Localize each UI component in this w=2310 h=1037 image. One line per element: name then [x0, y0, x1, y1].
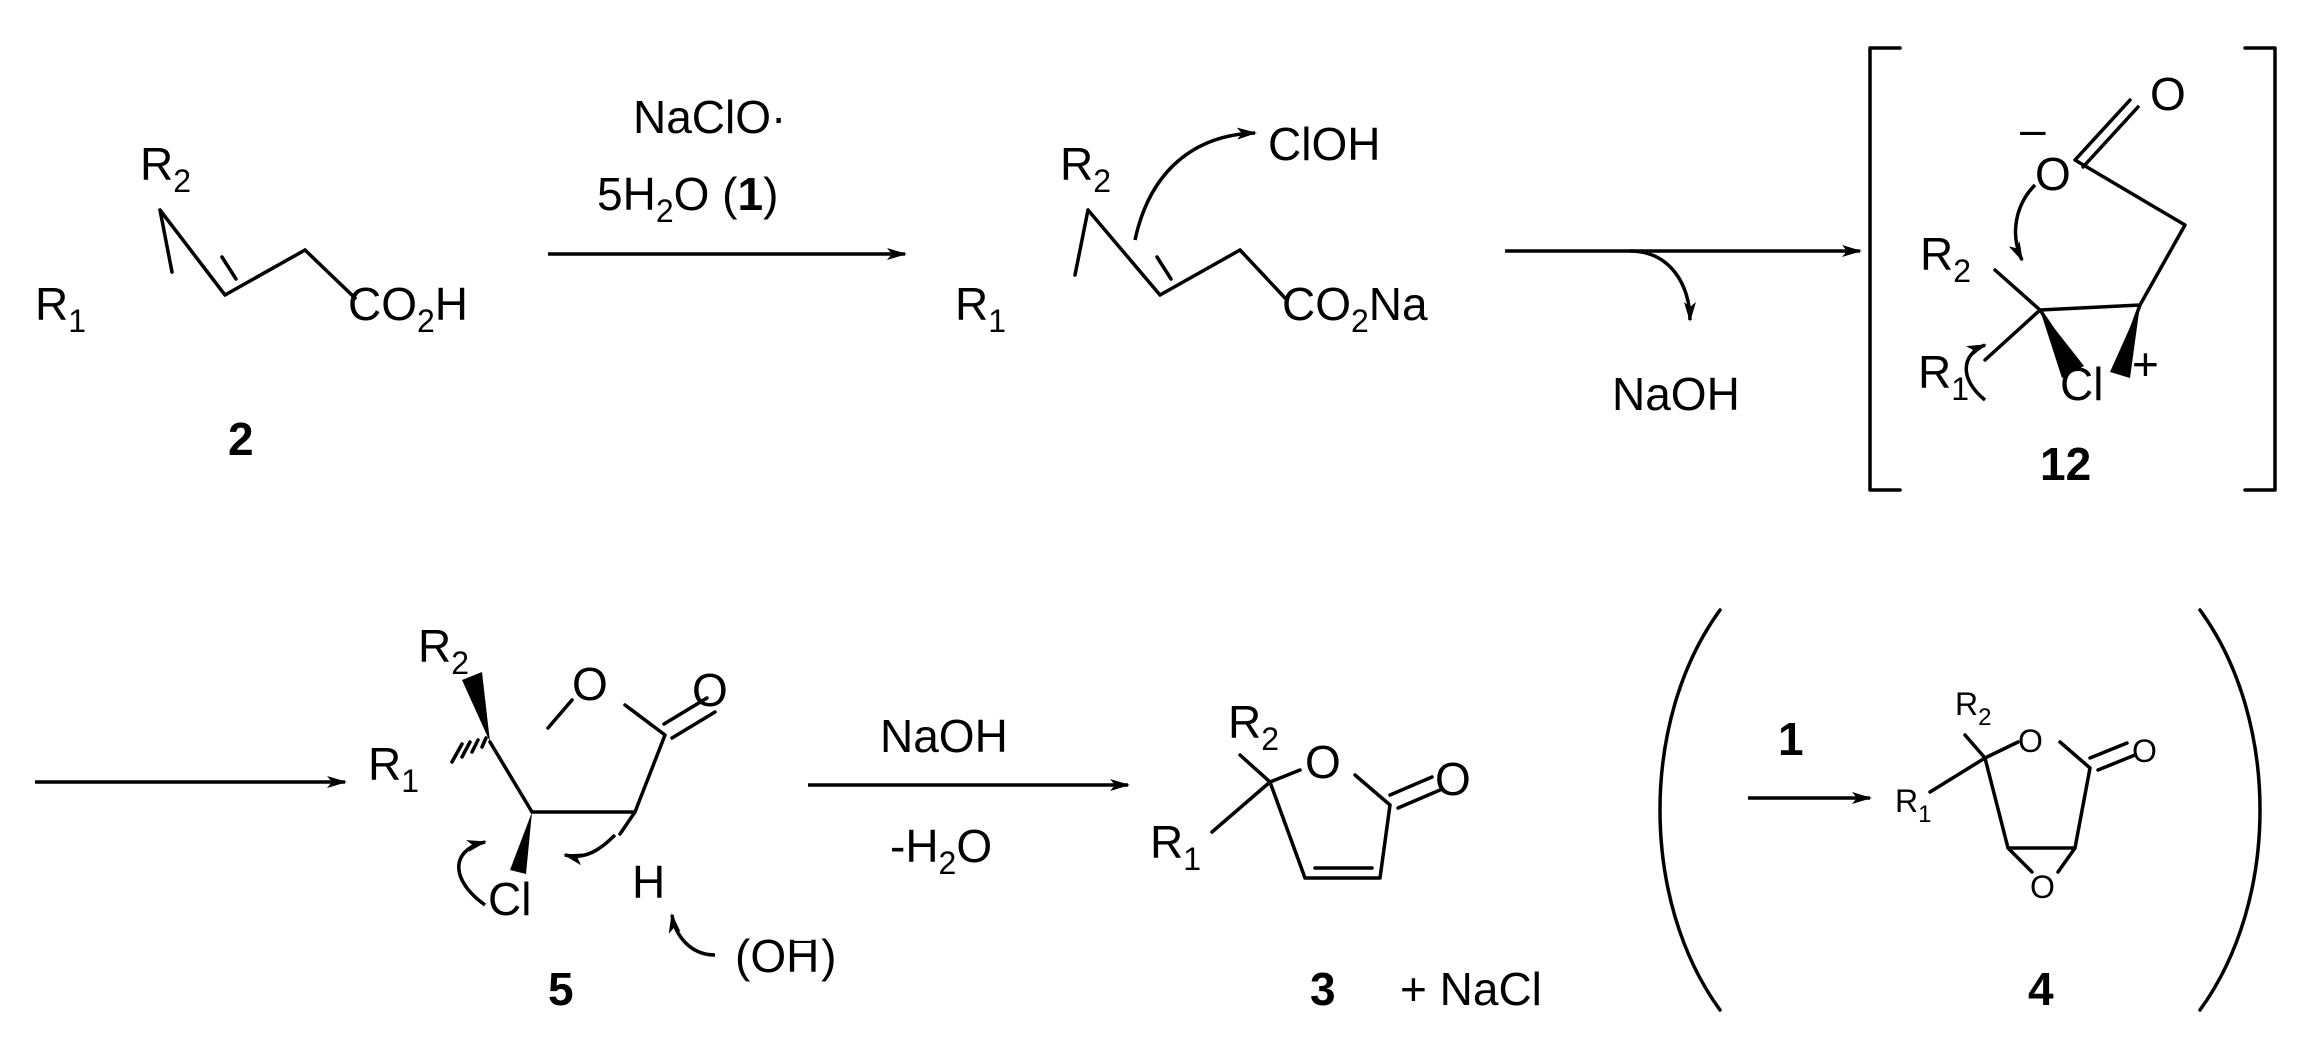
compound-3-r1: R1	[1150, 816, 1201, 877]
intermediate-12-r1: R1	[1918, 346, 1969, 407]
compound-5-cl: Cl	[488, 873, 531, 925]
compound-3-label: 3	[1310, 963, 1336, 1015]
compound-5-wedge-r2	[462, 672, 490, 742]
bracket-right	[2243, 46, 2277, 492]
compound-5-r2: R2	[418, 620, 469, 681]
compound-2-r2: R2	[140, 138, 191, 199]
compound-2-skeleton	[158, 208, 357, 300]
intermediate-12-wedge-left	[2040, 310, 2084, 378]
compound-5-hash-r1	[450, 736, 488, 764]
intermediate-12-attack-arrow	[2008, 183, 2037, 262]
intermediate-12-ring-open-arrow	[1964, 343, 1987, 402]
compound-5-proton-arrow	[563, 833, 617, 866]
electron-flow-arrow	[1133, 127, 1257, 241]
compound-3-ring	[1210, 753, 1442, 880]
compound-3-carbonyl-o: O	[1435, 753, 1471, 805]
compound-4-ring-o: O	[2018, 723, 2043, 759]
bracket-left	[1868, 46, 1902, 492]
intermediate-12-minus: –	[2020, 103, 2046, 155]
compound-2-r1: R1	[35, 278, 86, 339]
compound-4-epoxide-o: O	[2030, 869, 2055, 905]
intermediate-12-plus: +	[2132, 338, 2159, 390]
compound-5-label: 5	[548, 963, 574, 1015]
compound-2: R2 R1 CO2H 2	[35, 138, 468, 465]
compound-4-r2: R2	[1955, 686, 1991, 731]
intermediate-12-cl: Cl	[2060, 358, 2103, 410]
paren-left	[1658, 608, 1722, 1012]
compound-5-ring-o: O	[572, 658, 608, 710]
step-4-reagent: NaOH	[880, 710, 1008, 762]
compound-5-carbonyl-o: O	[692, 664, 728, 716]
compound-4-label: 4	[2028, 963, 2054, 1015]
intermediate-12: O – O R2 R1 Cl + 12	[1868, 46, 2277, 492]
compound-5-r1: R1	[368, 738, 419, 799]
intermediate-12-carboxylate-o: O	[2035, 148, 2071, 200]
sodium-carboxylate: R2 R1 CO2Na ClOH	[955, 118, 1428, 339]
compound-5-h: H	[632, 856, 665, 908]
intermediate-12-label: 12	[2040, 438, 2091, 490]
step-2: NaOH	[1505, 245, 1862, 420]
step-2-byproduct: NaOH	[1612, 368, 1740, 420]
sodium-carboxylate-skeleton	[1073, 208, 1287, 300]
sodium-carboxylate-r1: R1	[955, 278, 1006, 339]
compound-5-ring	[488, 696, 717, 836]
compound-4-carbonyl-o: O	[2132, 733, 2157, 769]
compound-5-base-arrow	[668, 913, 716, 957]
compound-2-carboxylic-acid: CO2H	[348, 278, 468, 339]
intermediate-12-r2: R2	[1920, 228, 1971, 289]
step-1-reagent-line-2: 5H2O (1)	[597, 168, 778, 229]
step-5-reagent: 1	[1778, 713, 1804, 765]
compound-5-wedge-cl	[510, 812, 532, 874]
sodium-carboxylate-group: CO2Na	[1282, 278, 1428, 339]
sodium-carboxylate-r2: R2	[1060, 138, 1111, 199]
compound-3: R2 R1 O O 3 + NaCl	[1150, 696, 1542, 1015]
intermediate-12-wedge-right	[2110, 305, 2140, 378]
compound-5: R2 R1 O O Cl H (OH–) 5	[368, 620, 836, 1015]
compound-3-r2: R2	[1228, 696, 1279, 757]
step-4: NaOH -H2O	[808, 710, 1130, 881]
step-2-byproduct-arrow	[1629, 249, 1696, 322]
intermediate-12-carbonyl-o: O	[2150, 68, 2186, 120]
step-1-reagent-line-1: NaClO·	[633, 91, 786, 143]
compound-5-hydroxide: (OH–)	[735, 921, 836, 982]
leaving-clohh: ClOH	[1268, 118, 1380, 170]
compound-4-ring	[1928, 733, 2137, 874]
step-1: NaClO· 5H2O (1)	[548, 91, 907, 260]
compound-3-byproduct: + NaCl	[1400, 963, 1542, 1015]
epoxidation-side-reaction: 1 R2 R1 O O O 4	[1658, 608, 2262, 1015]
paren-right	[2198, 608, 2262, 1012]
step-4-condition: -H2O	[890, 820, 992, 881]
compound-5-elimination-arrow	[457, 840, 487, 907]
compound-3-ring-o: O	[1305, 736, 1341, 788]
compound-2-label: 2	[228, 413, 254, 465]
compound-4-r1: R1	[1895, 783, 1931, 828]
